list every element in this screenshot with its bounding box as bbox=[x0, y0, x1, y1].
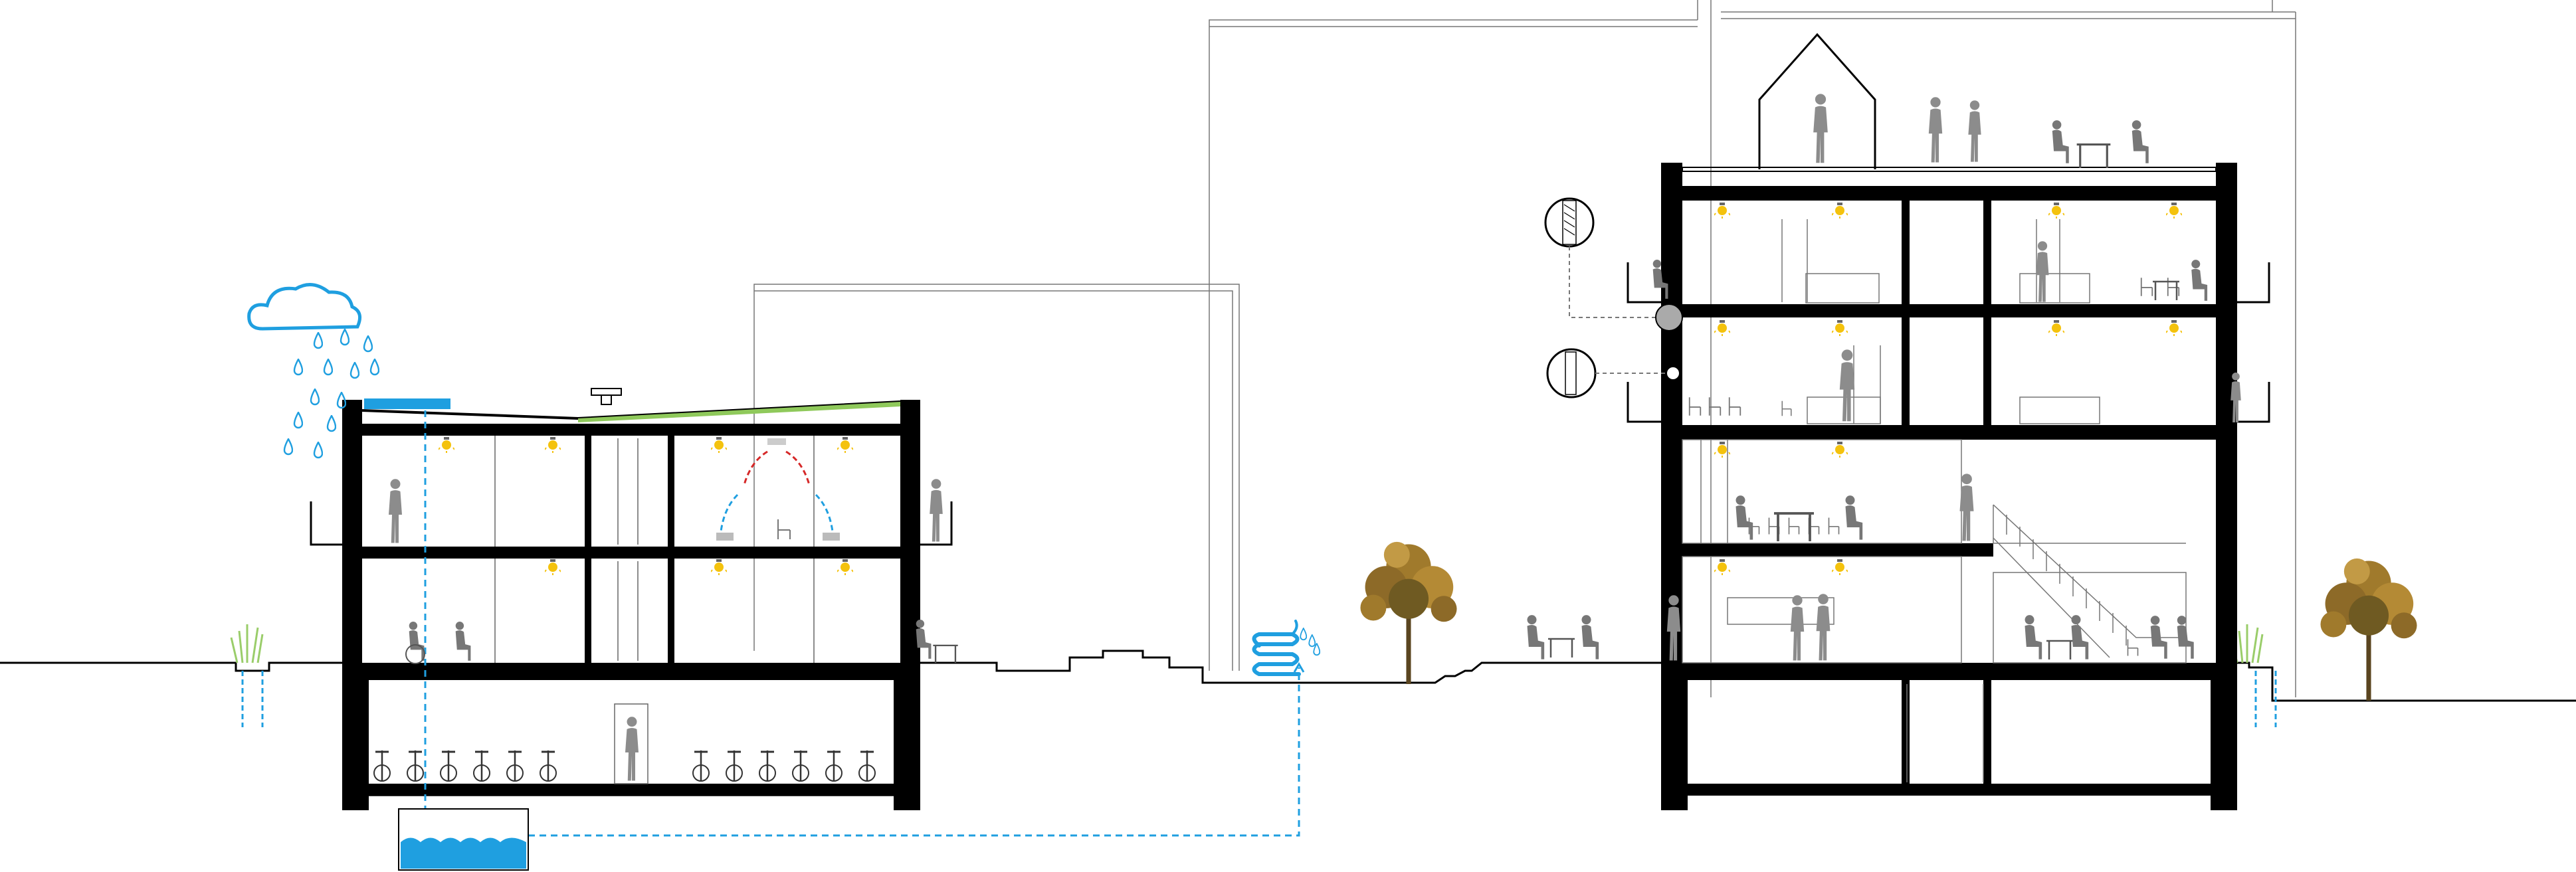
raindrop-icon bbox=[1300, 628, 1320, 656]
air-flow-arrows bbox=[716, 438, 840, 541]
water-pump-icon bbox=[1252, 620, 1301, 676]
rainwater-pipe bbox=[424, 410, 1300, 837]
person-icon bbox=[455, 620, 932, 661]
tree-icon bbox=[2320, 558, 2417, 701]
bicycle-icon bbox=[373, 749, 876, 782]
water-tank-icon bbox=[398, 808, 529, 871]
background-buildings bbox=[753, 0, 2296, 697]
table-icon bbox=[1548, 143, 2179, 661]
bench-icon bbox=[932, 644, 959, 663]
person-icon bbox=[1666, 94, 2241, 661]
chair-icon bbox=[777, 518, 791, 541]
tree-icon bbox=[1360, 541, 1457, 684]
right-building bbox=[1627, 33, 2270, 810]
detail-callout-icon bbox=[1544, 197, 1683, 398]
person-icon bbox=[389, 479, 943, 781]
grass-icon bbox=[230, 624, 2264, 663]
person-icon bbox=[1527, 120, 2208, 659]
rain-cloud-icon bbox=[247, 283, 362, 331]
chair-icon bbox=[1688, 276, 2180, 657]
left-building bbox=[310, 388, 953, 810]
light-fixture-icon bbox=[1714, 203, 2182, 575]
wheelchair-user-icon bbox=[405, 622, 425, 664]
raindrop-icon bbox=[283, 329, 379, 459]
arrow-head bbox=[1293, 662, 1305, 673]
infiltration-arrows bbox=[241, 671, 2277, 727]
